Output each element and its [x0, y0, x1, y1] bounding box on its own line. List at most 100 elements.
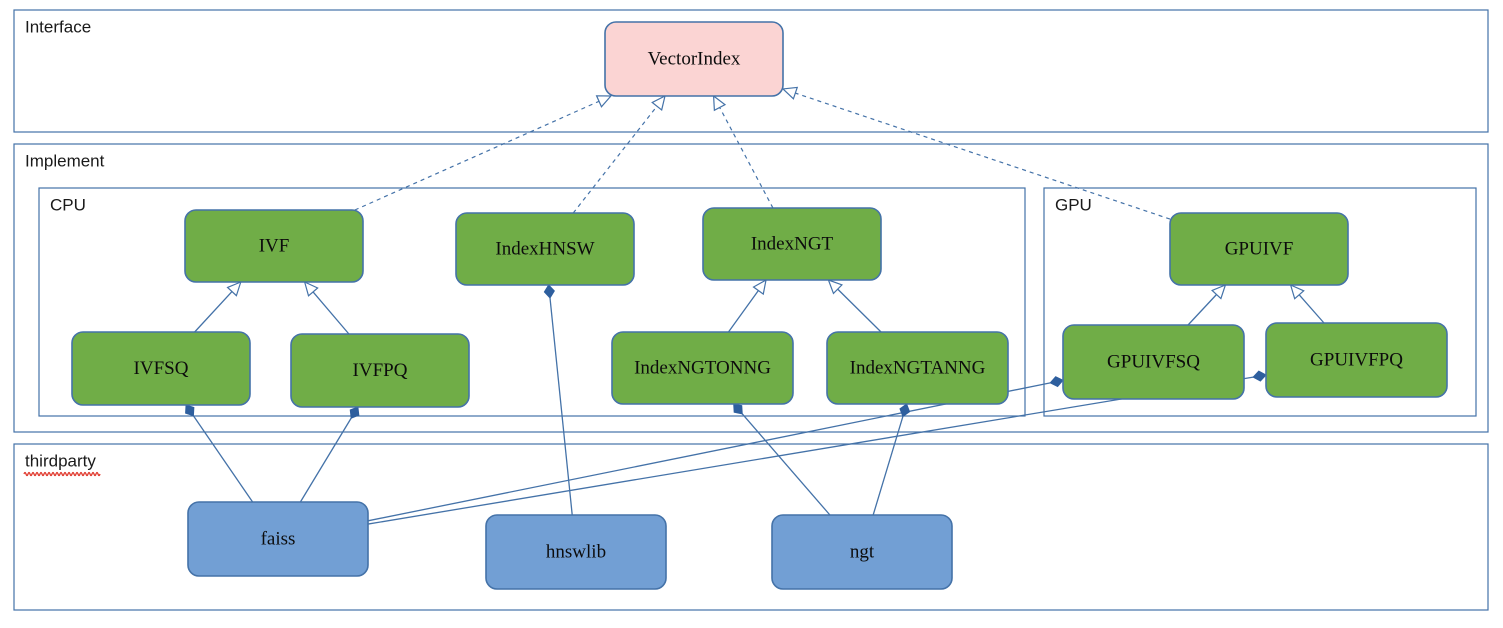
node-ivfsq[interactable]: IVFSQ	[71, 331, 251, 406]
node-label: IVFSQ	[134, 358, 189, 379]
node-indexhnsw[interactable]: IndexHNSW	[455, 212, 635, 286]
node-label: ngt	[850, 541, 875, 562]
edge-indexngtanng-to-indexngt	[827, 278, 882, 333]
hollow-triangle-arrowhead	[1289, 283, 1305, 300]
edge-line	[367, 376, 1254, 525]
node-gpuivfpq[interactable]: GPUIVFPQ	[1265, 322, 1448, 398]
edge-faiss-to-ivfsq	[185, 404, 254, 503]
edge-gpuivfsq-to-gpuivf	[1187, 283, 1227, 326]
container-label: CPU	[50, 195, 86, 214]
node-ngt[interactable]: ngt	[771, 514, 953, 590]
node-gpuivf[interactable]: GPUIVF	[1169, 212, 1349, 286]
hollow-triangle-arrowhead	[303, 280, 319, 297]
node-box[interactable]	[184, 209, 364, 283]
edge-ivf-to-vectorindex	[354, 95, 613, 211]
edge-gpuivfpq-to-gpuivf	[1289, 283, 1325, 324]
edge-hnswlib-to-indexhnsw	[543, 284, 573, 516]
edge-line	[795, 92, 1171, 220]
node-box[interactable]	[1265, 322, 1448, 398]
container-label: Implement	[25, 151, 105, 170]
edge-line	[367, 382, 1051, 522]
node-box[interactable]	[1169, 212, 1349, 286]
filled-diamond-arrowhead	[899, 403, 911, 418]
hollow-triangle-arrowhead	[781, 86, 799, 100]
edge-line	[194, 291, 233, 333]
edges-layer	[185, 86, 1325, 525]
hollow-triangle-arrowhead	[1211, 283, 1227, 300]
edge-indexngtonng-to-indexngt	[727, 278, 767, 333]
node-box[interactable]	[1062, 324, 1245, 400]
edge-line	[1187, 294, 1217, 326]
node-label: GPUIVF	[1225, 238, 1294, 259]
edge-line	[837, 288, 882, 333]
edge-line	[572, 105, 658, 214]
node-box[interactable]	[826, 331, 1009, 405]
node-vectorindex[interactable]: VectorIndex	[604, 21, 784, 97]
edge-faiss-to-gpuivfsq	[367, 376, 1064, 522]
filled-diamond-arrowhead	[733, 403, 743, 415]
node-label: VectorIndex	[648, 48, 741, 69]
container-label: GPU	[1055, 195, 1092, 214]
node-label: IndexNGTONNG	[634, 357, 771, 378]
node-box[interactable]	[611, 331, 794, 405]
node-label: IVFPQ	[353, 360, 408, 381]
node-box[interactable]	[604, 21, 784, 97]
node-label: IndexNGT	[751, 233, 834, 254]
edge-ngt-to-indexngtanng	[872, 403, 911, 516]
node-label: GPUIVFSQ	[1107, 351, 1200, 372]
edge-line	[1298, 294, 1325, 324]
node-box[interactable]	[771, 514, 953, 590]
node-faiss[interactable]: faiss	[187, 501, 369, 577]
hollow-triangle-arrowhead	[651, 94, 666, 111]
hollow-triangle-arrowhead	[752, 278, 767, 296]
edge-line	[727, 290, 759, 333]
node-box[interactable]	[71, 331, 251, 406]
edge-faiss-to-gpuivfpq	[367, 370, 1267, 525]
node-indexngtanng[interactable]: IndexNGTANNG	[826, 331, 1009, 405]
edge-ivfpq-to-ivf	[303, 280, 350, 335]
container-label: thirdparty	[25, 451, 96, 470]
node-box[interactable]	[187, 501, 369, 577]
edge-line	[549, 297, 573, 516]
node-label: hnswlib	[546, 541, 606, 562]
node-box[interactable]	[455, 212, 635, 286]
node-box[interactable]	[485, 514, 667, 590]
node-indexngtonng[interactable]: IndexNGTONNG	[611, 331, 794, 405]
edge-line	[719, 107, 774, 209]
edge-line	[299, 417, 352, 503]
spellcheck-underline	[23, 471, 101, 477]
node-gpuivfsq[interactable]: GPUIVFSQ	[1062, 324, 1245, 400]
filled-diamond-arrowhead	[1049, 376, 1064, 388]
node-indexngt[interactable]: IndexNGT	[702, 207, 882, 281]
hollow-triangle-arrowhead	[827, 278, 843, 295]
edge-ngt-to-indexngtonng	[733, 403, 831, 516]
edge-indexngt-to-vectorindex	[712, 94, 774, 209]
container-label: Interface	[25, 17, 91, 36]
edge-gpuivf-to-vectorindex	[781, 86, 1171, 220]
hollow-triangle-arrowhead	[595, 95, 613, 108]
node-box[interactable]	[702, 207, 882, 281]
node-label: faiss	[261, 528, 296, 549]
node-label: IndexNGTANNG	[850, 357, 986, 378]
edge-ivfsq-to-ivf	[194, 280, 242, 333]
node-ivf[interactable]: IVF	[184, 209, 364, 283]
node-hnswlib[interactable]: hnswlib	[485, 514, 667, 590]
edge-indexhnsw-to-vectorindex	[572, 94, 666, 214]
node-label: IndexHNSW	[495, 238, 594, 259]
filled-diamond-arrowhead	[1252, 370, 1267, 382]
filled-diamond-arrowhead	[185, 404, 195, 417]
hollow-triangle-arrowhead	[226, 280, 242, 297]
edge-line	[741, 413, 831, 516]
edge-line	[312, 291, 350, 335]
filled-diamond-arrowhead	[543, 284, 555, 299]
node-box[interactable]	[290, 333, 470, 408]
node-label: IVF	[259, 235, 290, 256]
edge-faiss-to-ivfpq	[299, 406, 360, 503]
node-label: GPUIVFPQ	[1310, 349, 1403, 370]
edge-line	[192, 415, 254, 503]
hollow-triangle-arrowhead	[712, 94, 727, 112]
node-ivfpq[interactable]: IVFPQ	[290, 333, 470, 408]
filled-diamond-arrowhead	[349, 406, 360, 419]
